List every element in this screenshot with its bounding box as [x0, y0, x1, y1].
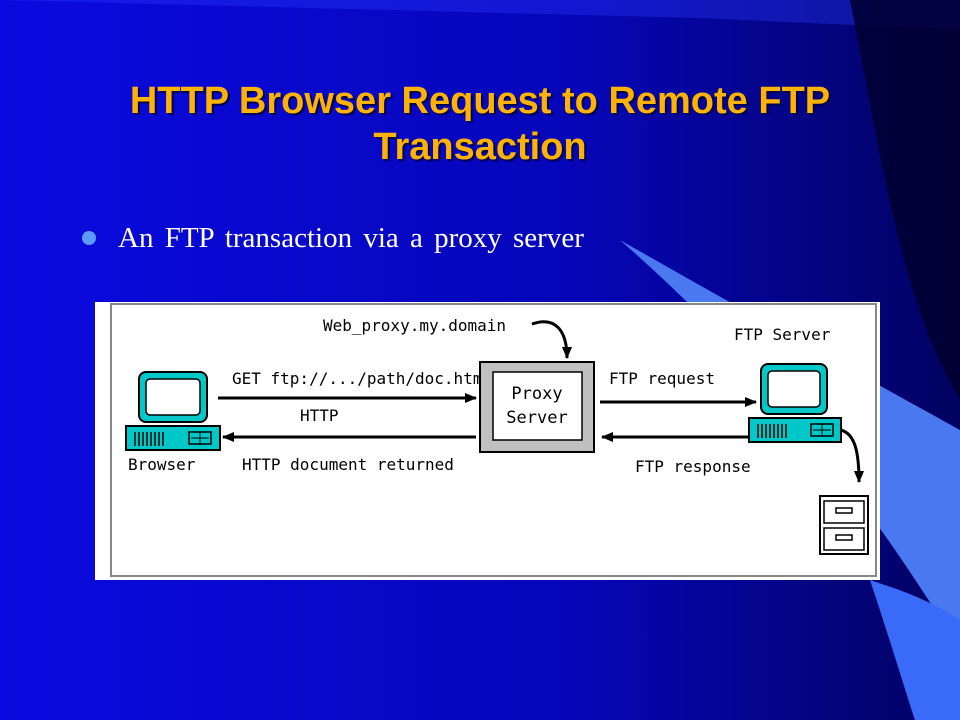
browser-computer-icon: [125, 371, 221, 451]
get-request-label: GET ftp://.../path/doc.htm: [232, 369, 482, 388]
proxy-host-label: Web_proxy.my.domain: [323, 316, 506, 335]
storage-arrow: [840, 428, 864, 483]
bullet-icon: [82, 231, 96, 245]
decorative-swoosh-top: [0, 0, 960, 30]
diagram-frame: [110, 303, 877, 577]
http-returned-label: HTTP document returned: [242, 455, 454, 474]
proxy-server-box: [479, 361, 595, 453]
file-cabinet-icon: [819, 495, 869, 555]
proxy-label-line2: Server: [506, 408, 567, 428]
ftp-server-label: FTP Server: [734, 325, 831, 344]
ftp-response-label: FTP response: [635, 457, 751, 476]
proxy-label-line1: Proxy: [511, 384, 562, 404]
slide-title-line1: HTTP Browser Request to Remote FTP: [129, 80, 831, 122]
ftp-server-computer-icon: [748, 363, 842, 443]
decorative-swoosh-right: [620, 240, 960, 650]
decorative-swoosh-corner: [870, 580, 960, 720]
ftp-request-label: FTP request: [609, 369, 715, 388]
proxy-host-arrow: [531, 320, 572, 359]
slide-title-line2: Transaction: [373, 126, 587, 168]
bullet-text: An FTP transaction via a proxy server: [118, 222, 584, 254]
decorative-dark-band: [850, 0, 960, 400]
http-label: HTTP: [300, 406, 339, 425]
browser-label: Browser: [128, 455, 196, 474]
slide-title: HTTP Browser Request to Remote FTP Trans…: [60, 78, 900, 170]
proxy-diagram: Browser GET ftp://.../path/doc.htm HTTP …: [110, 303, 877, 577]
proxy-diagram-figure: Browser GET ftp://.../path/doc.htm HTTP …: [95, 302, 880, 580]
